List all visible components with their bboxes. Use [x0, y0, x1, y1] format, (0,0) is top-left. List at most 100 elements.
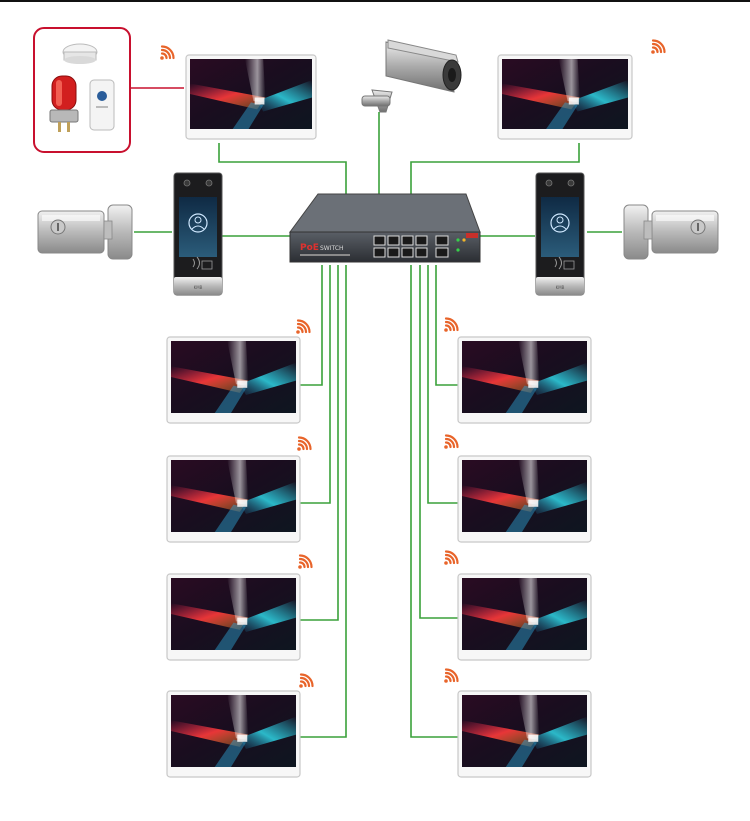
monitor-right-1 — [457, 336, 592, 424]
wifi-icon-left-3 — [298, 554, 313, 569]
screen-beam-cyan — [239, 599, 296, 632]
camera-lens-left — [183, 179, 191, 187]
alarm-light-icon — [51, 75, 77, 111]
screen-beam-blue — [214, 385, 246, 413]
switch-port — [401, 235, 414, 246]
door-station-brand: KMB — [194, 285, 203, 290]
wifi-dot — [297, 447, 301, 451]
face-recognition-icon — [188, 213, 208, 233]
screen-beam-cyan — [239, 716, 296, 749]
screen-highlight — [568, 97, 579, 105]
wifi-icon-right-3 — [444, 550, 459, 565]
switch-model-label: SWITCH — [320, 245, 344, 252]
wifi-dot — [444, 561, 448, 565]
cctv-camera-icon — [361, 39, 462, 113]
screen-beam-blue — [232, 102, 264, 129]
wifi-arc-1 — [444, 441, 452, 449]
screen-beam-blue — [546, 102, 578, 129]
wifi-dot — [444, 328, 448, 332]
alarm-light-pin-2 — [67, 122, 70, 132]
screen-highlight — [237, 380, 248, 388]
cable-left-monitor-3 — [300, 265, 339, 621]
screen-beam-cyan — [571, 80, 628, 112]
screen-beam-blue — [214, 504, 246, 532]
wifi-icon-left-2 — [297, 436, 312, 451]
camera-lens-right — [205, 179, 213, 187]
wifi-arc-2 — [299, 676, 311, 688]
switch-uplink-port-1 — [435, 235, 449, 246]
camera-lens-right — [567, 179, 575, 187]
screen-beam-red — [171, 485, 249, 512]
lock-shine — [42, 215, 100, 221]
door-station-base — [174, 277, 222, 295]
keypad-icon — [201, 260, 213, 270]
nfc-icon — [192, 256, 200, 270]
door-sensor-mark — [96, 106, 108, 108]
wifi-arc-1 — [444, 324, 452, 332]
wifi-arc-3 — [297, 436, 312, 451]
wifi-icon-right-1 — [444, 317, 459, 332]
switch-port — [415, 247, 428, 258]
monitor-left-1 — [166, 336, 301, 424]
wifi-arc-2 — [296, 322, 308, 334]
screen-beam-cyan — [530, 362, 587, 395]
screen-highlight — [237, 499, 248, 507]
switch-label-strip — [300, 254, 350, 256]
wifi-arc-3 — [651, 39, 666, 54]
monitor-right-4 — [457, 690, 592, 778]
wifi-arc-3 — [296, 319, 311, 334]
screen-beam-red — [462, 603, 540, 630]
wifi-dot — [299, 684, 303, 688]
screen-beam-blue — [505, 739, 537, 767]
screen-highlight — [237, 617, 248, 625]
wifi-arc-1 — [296, 326, 304, 334]
screen-beam-white — [227, 578, 249, 623]
nfc-icon — [554, 256, 562, 270]
wifi-arc-3 — [160, 45, 175, 60]
cable-right-monitor-3 — [419, 265, 460, 619]
wifi-icon-top-left — [160, 45, 175, 60]
lock-keyhole — [57, 223, 59, 231]
wifi-arc-3 — [444, 668, 459, 683]
screen-beam-white — [518, 341, 540, 386]
screen-beam-cyan — [530, 481, 587, 514]
screen-beam-cyan — [239, 362, 296, 395]
screen-beam-cyan — [530, 716, 587, 749]
cable-right-monitor-2 — [427, 265, 460, 504]
monitor-right-2 — [457, 455, 592, 543]
wifi-arc-1 — [651, 46, 659, 54]
screen-highlight — [528, 380, 539, 388]
wifi-icon-left-4 — [299, 673, 314, 688]
wiring-layer — [130, 87, 622, 738]
door-sensor-icon — [89, 79, 115, 131]
alarm-light-shine — [56, 80, 62, 106]
alarm-light-base — [49, 109, 79, 123]
monitor-left-3 — [166, 573, 301, 661]
switch-port — [401, 247, 414, 258]
switch-uplink-port-2 — [435, 247, 449, 258]
screen-highlight — [528, 734, 539, 742]
screen-beam-cyan — [257, 80, 312, 112]
camera-lens-left — [545, 179, 553, 187]
screen-beam-red — [462, 366, 540, 393]
screen-beam-white — [227, 341, 249, 386]
wifi-dot — [651, 50, 655, 54]
lock-bolt — [103, 220, 113, 240]
face-shoulders — [191, 225, 205, 230]
smoke-detector-bottom — [64, 56, 96, 64]
screen-beam-red — [462, 720, 540, 747]
screen-beam-cyan — [530, 599, 587, 632]
door-station-brand: KMB — [556, 285, 565, 290]
wifi-arc-2 — [160, 48, 172, 60]
wifi-arc-2 — [444, 671, 456, 683]
wifi-dot — [298, 565, 302, 569]
monitor-left-2 — [166, 455, 301, 543]
switch-led-2 — [462, 238, 466, 242]
cable-left-monitor-2 — [300, 265, 331, 504]
door-station-screen — [179, 197, 217, 257]
wifi-arc-1 — [160, 52, 168, 60]
wifi-dot — [160, 56, 164, 60]
